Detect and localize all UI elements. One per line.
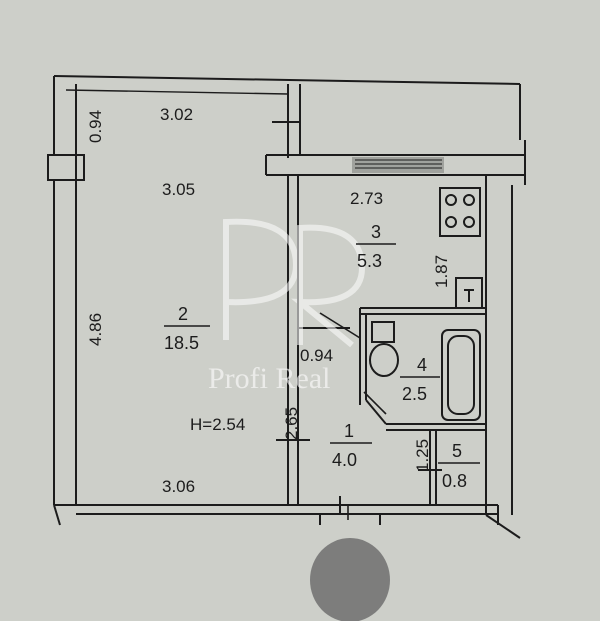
kitchen-sink-icon [455,277,483,309]
hall-depth-label: 2.65 [282,407,301,440]
room-label-room: 2 18.5 [164,304,210,353]
room-area: 0.8 [442,471,467,491]
bathtub-icon [441,329,481,421]
balcony-depth-label: 0.94 [86,110,105,143]
dark-smudge [310,538,390,621]
room-number: 5 [452,441,462,461]
kitchen-depth-label: 1.87 [432,255,451,288]
room-number: 4 [417,355,427,375]
toilet-depth-label: 1.25 [413,439,432,472]
room-number: 3 [371,222,381,242]
room-area: 5.3 [357,251,382,271]
room-label-storage: 5 0.8 [438,441,480,491]
toilet-icon [369,321,399,377]
room-area: 2.5 [402,384,427,404]
room-label-bathroom: 4 2.5 [400,355,440,404]
room-label-hall: 1 4.0 [330,421,372,470]
door-swings [319,312,387,520]
balcony-width-label: 3.02 [160,105,193,124]
watermark-logo [223,218,366,348]
watermark-text: Profi Real [208,362,330,395]
room-number: 1 [344,421,354,441]
kitchen-width-label: 2.73 [350,189,383,208]
tick-marks [276,439,442,514]
room-depth-label: 4.86 [86,313,105,346]
hall-upper-width-label: 0.94 [300,346,333,365]
room-area: 18.5 [164,333,199,353]
room-bottom-width-label: 3.06 [162,477,195,496]
room-top-width-label: 3.05 [162,180,195,199]
room-number: 2 [178,304,188,324]
walls [47,75,526,539]
room-label-kitchen: 3 5.3 [356,222,396,271]
room-area: 4.0 [332,450,357,470]
stove-icon [439,187,481,237]
ceiling-height-label: H=2.54 [190,415,245,434]
